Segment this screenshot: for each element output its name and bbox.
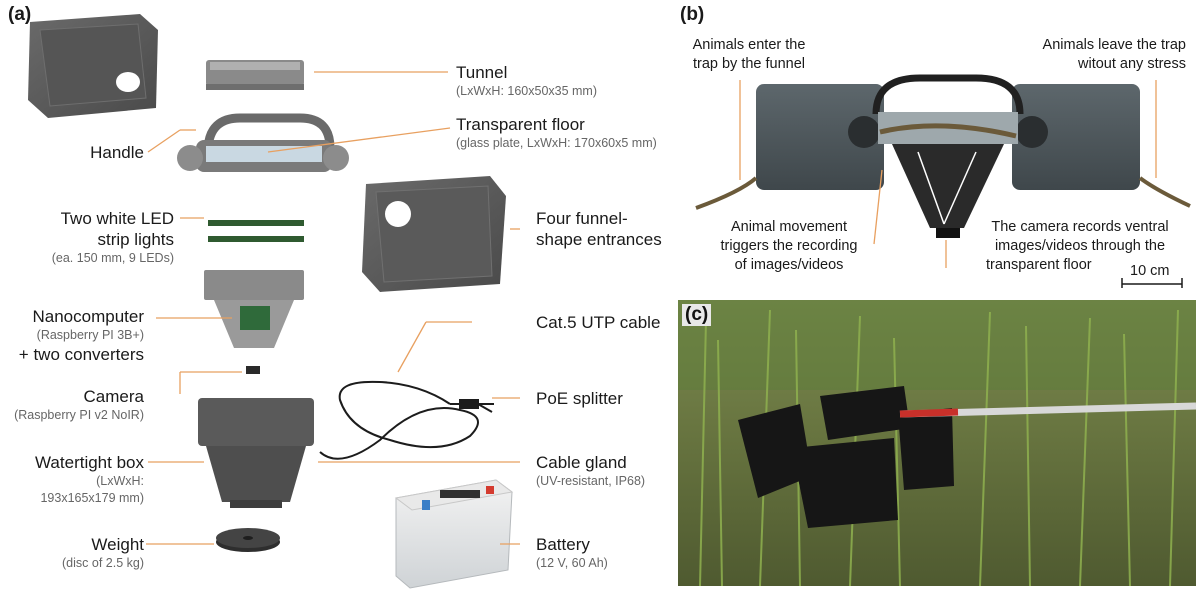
label-animals-enter-line2: trap by the funnel xyxy=(692,56,806,72)
label-led-strip-main2: strip lights xyxy=(97,230,174,249)
label-tunnel-sub: (LxWxH: 160x50x35 mm) xyxy=(456,84,598,98)
panel-letter-b: (b) xyxy=(680,4,705,25)
label-animal-movement-line1: Animal movement xyxy=(730,219,848,235)
label-transparent-floor: Transparent floor (glass plate, LxWxH: 1… xyxy=(456,114,657,152)
field-photo xyxy=(678,300,1197,587)
label-scale: 10 cm xyxy=(1130,263,1170,279)
label-animal-movement-line3: of images/videos xyxy=(734,257,844,273)
label-tunnel: Tunnel (LxWxH: 160x50x35 mm) xyxy=(456,62,597,100)
label-led-strip: Two white LED strip lights (ea. 150 mm, … xyxy=(52,208,174,267)
label-watertight-box: Watertight box (LxWxH: 193x165x179 mm) xyxy=(35,452,144,507)
leader-lines-a xyxy=(146,71,520,545)
label-poe-main: PoE splitter xyxy=(536,389,623,408)
weight-disc xyxy=(216,528,280,552)
camera-part xyxy=(246,366,260,374)
label-battery-sub: (12 V, 60 Ah) xyxy=(536,556,608,570)
leader-lines-b xyxy=(739,80,1157,268)
label-camera-records-line1: The camera records ventral xyxy=(991,219,1169,235)
label-animal-movement: Animal movement triggers the recording o… xyxy=(714,218,864,275)
label-camera-records-line3: transparent floor xyxy=(986,257,1092,273)
label-camera-records: The camera records ventral images/videos… xyxy=(980,218,1180,275)
label-camera-sub: (Raspberry PI v2 NoIR) xyxy=(14,408,144,422)
panel-letter-c: (c) xyxy=(682,304,712,326)
label-animal-movement-line2: triggers the recording xyxy=(720,238,858,254)
label-animals-leave: Animals leave the trap witout any stress xyxy=(1043,36,1186,74)
label-camera-records-line2: images/videos through the xyxy=(994,238,1166,254)
label-cable-gland-sub: (UV-resistant, IP68) xyxy=(536,474,646,488)
label-nanocomputer-sub: (Raspberry PI 3B+) xyxy=(36,328,144,342)
tunnel-part xyxy=(206,60,304,90)
battery-part xyxy=(394,479,514,589)
label-cat5: Cat.5 UTP cable xyxy=(536,312,660,333)
label-animals-enter: Animals enter the trap by the funnel xyxy=(684,36,814,74)
label-poe: PoE splitter xyxy=(536,388,623,409)
label-weight-main: Weight xyxy=(91,535,144,554)
label-watertight-box-sub2: 193x165x179 mm) xyxy=(40,491,144,505)
watertight-box-part xyxy=(198,398,314,508)
label-led-strip-sub: (ea. 150 mm, 9 LEDs) xyxy=(51,251,174,265)
label-watertight-box-sub1: (LxWxH: xyxy=(96,474,144,488)
label-handle: Handle xyxy=(90,142,144,163)
label-watertight-box-main: Watertight box xyxy=(35,453,144,472)
label-animals-enter-line1: Animals enter the xyxy=(692,37,806,53)
label-cable-gland-main: Cable gland xyxy=(536,453,627,472)
label-animals-leave-line1: Animals leave the trap xyxy=(1042,37,1186,53)
label-weight: Weight (disc of 2.5 kg) xyxy=(62,534,144,572)
label-funnel-entrances-main2: shape entrances xyxy=(536,230,662,249)
camera-rays xyxy=(917,151,977,225)
label-cat5-main: Cat.5 UTP cable xyxy=(536,313,661,332)
label-camera: Camera (Raspberry PI v2 NoIR) xyxy=(14,386,144,424)
scale-bar xyxy=(1121,278,1183,288)
label-handle-main: Handle xyxy=(90,143,144,162)
label-animals-leave-line2: witout any stress xyxy=(1078,56,1186,72)
label-nanocomputer-main2: + two converters xyxy=(18,345,144,364)
label-tunnel-main: Tunnel xyxy=(456,63,508,82)
label-funnel-entrances-main1: Four funnel- xyxy=(536,209,628,228)
trap-in-pond xyxy=(738,386,954,528)
label-nanocomputer: Nanocomputer (Raspberry PI 3B+) + two co… xyxy=(19,306,144,365)
led-strips xyxy=(208,220,304,242)
label-nanocomputer-main1: Nanocomputer xyxy=(32,307,144,326)
funnel-entrance-big xyxy=(362,176,506,292)
funnel-entrance-top xyxy=(28,14,158,118)
label-camera-main: Camera xyxy=(83,387,144,406)
label-battery-main: Battery xyxy=(536,535,590,554)
label-funnel-entrances: Four funnel- shape entrances xyxy=(536,208,662,250)
cat5-cable xyxy=(319,380,494,460)
label-transparent-floor-main: Transparent floor xyxy=(456,115,585,134)
nanocomputer-assembly xyxy=(204,270,304,348)
label-cable-gland: Cable gland (UV-resistant, IP68) xyxy=(536,452,645,490)
trap-top-view xyxy=(756,74,1140,238)
lizards xyxy=(695,176,1191,210)
label-led-strip-main1: Two white LED xyxy=(60,209,174,228)
label-weight-sub: (disc of 2.5 kg) xyxy=(62,556,144,570)
panel-letter-a: (a) xyxy=(8,4,32,25)
label-battery: Battery (12 V, 60 Ah) xyxy=(536,534,608,572)
label-transparent-floor-sub: (glass plate, LxWxH: 170x60x5 mm) xyxy=(456,136,657,150)
